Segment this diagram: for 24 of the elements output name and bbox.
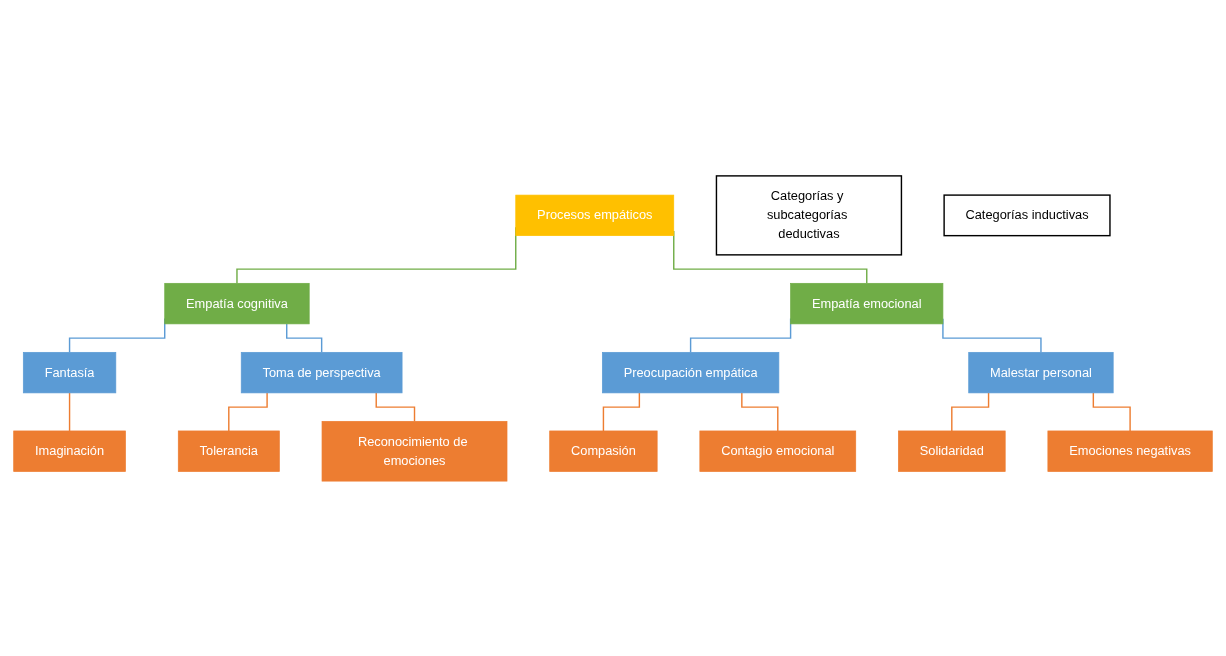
node-box: Preocupación empática: [602, 351, 780, 393]
node-box: Tolerancia: [177, 430, 280, 472]
connector: [228, 391, 268, 432]
node-box: Solidaridad: [898, 430, 1006, 472]
node-box: Categorías inductivas: [943, 193, 1111, 236]
node-box: Compasión: [549, 430, 658, 472]
node-box: Categorías y subcategorías deductivas: [715, 174, 903, 256]
node-box: Reconocimiento de emociones: [321, 420, 508, 481]
node-box: Empatía emocional: [790, 282, 944, 324]
connector: [741, 391, 779, 432]
node-box: Fantasía: [22, 351, 117, 393]
connector: [286, 322, 323, 353]
node-box: Contagio emocional: [699, 430, 857, 472]
connector: [1092, 391, 1131, 432]
connector: [951, 391, 990, 432]
connector: [68, 391, 71, 432]
node-box: Malestar personal: [968, 351, 1114, 393]
node-box: Empatía cognitiva: [164, 282, 310, 324]
node-box: Procesos empáticos: [515, 194, 675, 236]
node-box: Emociones negativas: [1047, 430, 1213, 472]
node-box: Toma de perspectiva: [240, 351, 403, 393]
connector: [602, 391, 641, 432]
node-box: Imaginación: [13, 430, 126, 472]
connector: [375, 391, 416, 422]
